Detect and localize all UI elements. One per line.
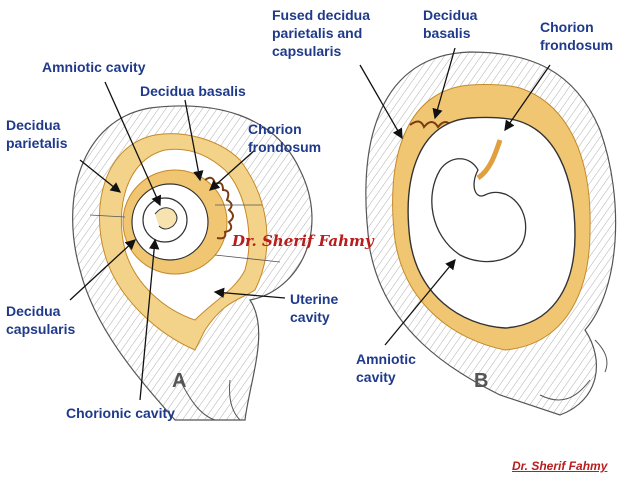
label-decidua-capsularis-line2: capsularis — [6, 321, 76, 337]
label-uterine-cavity: Uterine cavity — [290, 290, 338, 326]
label-chorion-frondosum-b: Chorion frondosum — [540, 18, 613, 54]
panel-label-a: A — [172, 370, 187, 392]
label-decidua-parietalis-line2: parietalis — [6, 135, 68, 151]
label-uterine-cavity-line1: Uterine — [290, 291, 339, 307]
label-uterine-cavity-line2: cavity — [290, 309, 330, 325]
label-chorionic-cavity: Chorionic cavity — [66, 405, 175, 421]
label-decidua-capsularis-line1: Decidua — [6, 303, 61, 319]
watermark-text: Dr. Sherif Fahmy — [232, 232, 374, 250]
label-decidua-parietalis-line1: Decidua — [6, 117, 61, 133]
label-fused-decidua: Fused decidua parietalis and capsularis — [272, 6, 370, 60]
label-decidua-basalis-a: Decidua basalis — [140, 83, 246, 99]
label-chorion-frondosum-a-line1: Chorion — [248, 121, 302, 137]
label-chorion-frondosum-a-line2: frondosum — [248, 139, 322, 155]
leader-lines — [69, 47, 551, 401]
cervix-a — [179, 379, 241, 421]
label-decidua-basalis-b-line2: basalis — [423, 25, 471, 41]
label-decidua-capsularis: Decidua capsularis — [6, 302, 75, 338]
uterus-b — [365, 51, 617, 416]
label-decidua-basalis-b: Decidua basalis — [423, 6, 477, 42]
label-fused-decidua-line1: Fused decidua — [272, 7, 371, 23]
label-fused-decidua-line2: parietalis and — [272, 25, 363, 41]
cervix-b — [539, 339, 608, 401]
credit-link[interactable]: Dr. Sherif Fahmy — [512, 459, 608, 473]
label-chorion-frondosum-a: Chorion frondosum — [248, 120, 321, 156]
label-decidua-parietalis: Decidua parietalis — [6, 116, 67, 152]
label-fused-decidua-line3: capsularis — [272, 43, 342, 59]
label-amniotic-cavity-b-line1: Amniotic — [356, 351, 416, 367]
label-chorion-frondosum-b-line1: Chorion — [540, 19, 594, 35]
panel-label-b: B — [474, 370, 489, 392]
label-amniotic-cavity-b: Amniotic cavity — [356, 350, 416, 386]
label-amniotic-cavity-b-line2: cavity — [356, 369, 396, 385]
label-decidua-basalis-b-line1: Decidua — [423, 7, 478, 23]
uterus-a — [72, 105, 313, 421]
label-chorion-frondosum-b-line2: frondosum — [540, 37, 614, 53]
embryo-b — [431, 158, 527, 263]
umbilical-cord-b — [476, 139, 503, 181]
label-amniotic-cavity-a: Amniotic cavity — [42, 59, 146, 75]
embryo-a — [154, 207, 178, 230]
